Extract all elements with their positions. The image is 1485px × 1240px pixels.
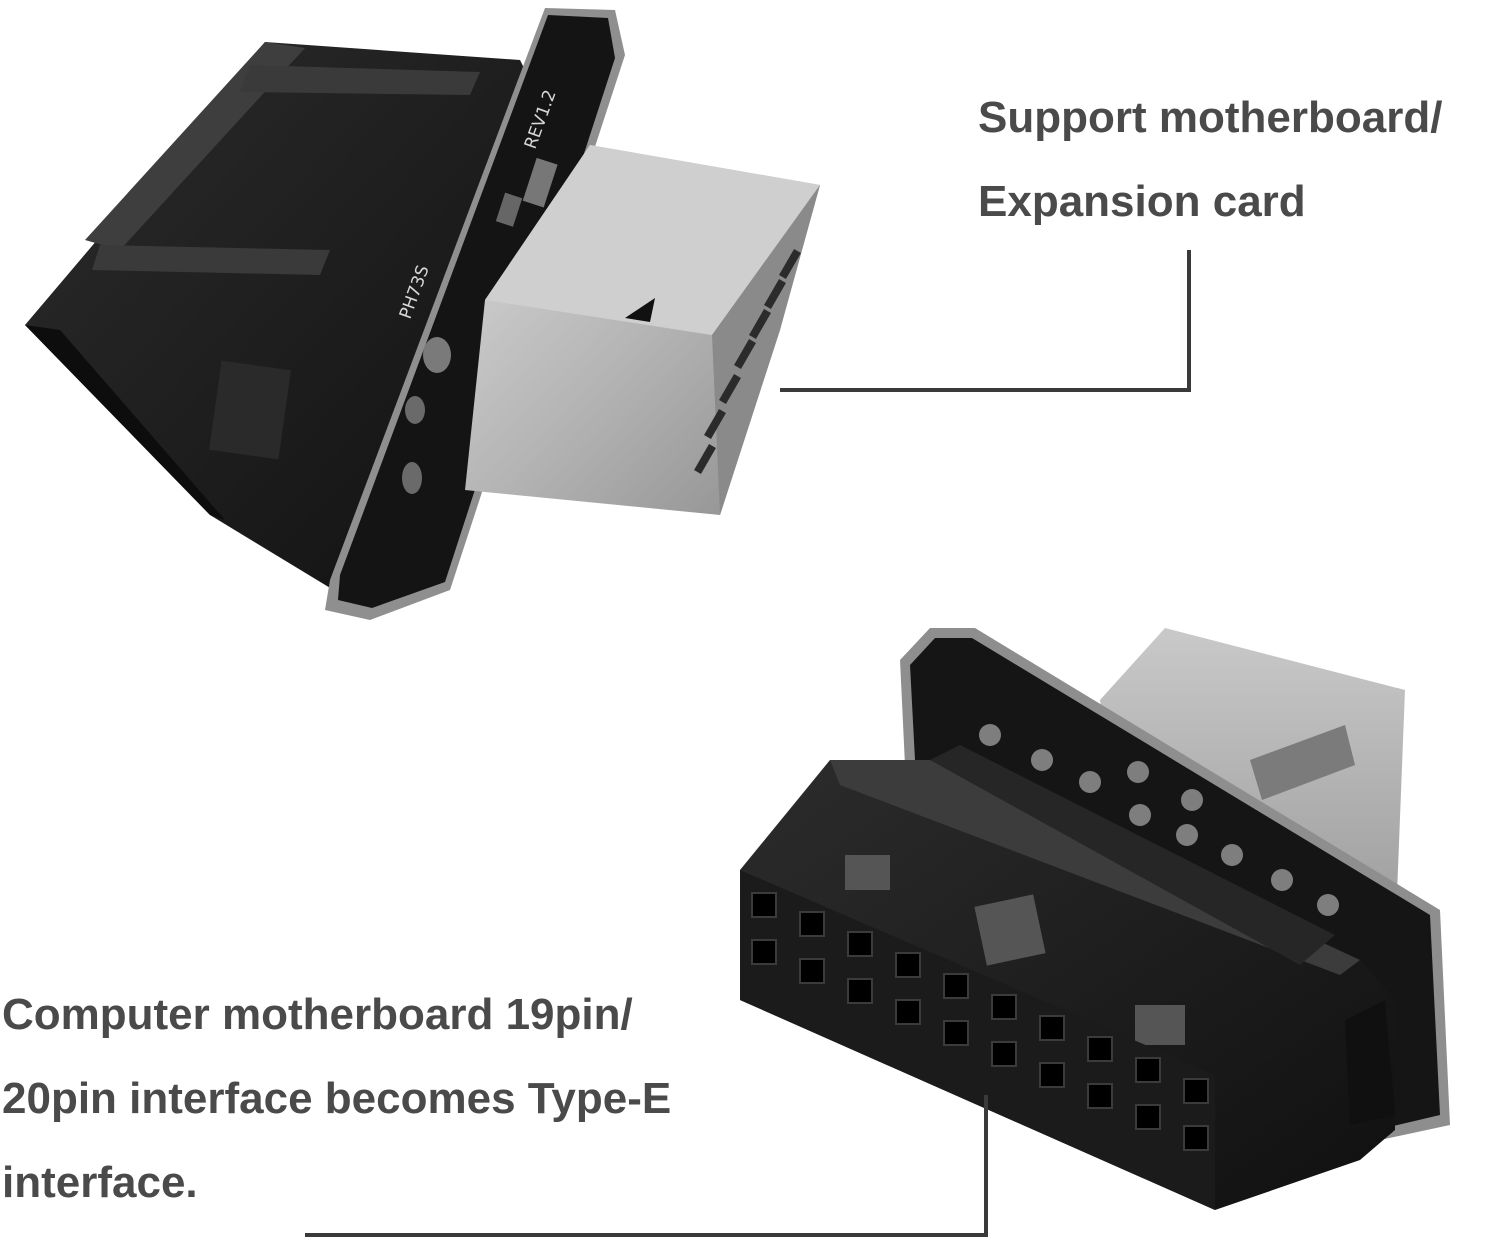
top-adapter: REV1.2 PH73S — [25, 8, 820, 620]
top-callout-line-1: Support motherboard/ — [978, 93, 1443, 142]
bottom-callout-line-2: 20pin interface becomes Type-E — [2, 1074, 672, 1123]
bottom-callout-line-vertical — [984, 1095, 988, 1237]
top-callout-line-2: Expansion card — [978, 177, 1306, 226]
top-callout-line-horizontal — [780, 388, 1191, 392]
top-callout-line-vertical — [1187, 250, 1191, 392]
bottom-adapter-housing — [740, 760, 1395, 1210]
bottom-callout-line-horizontal — [305, 1233, 988, 1237]
bottom-callout-text: Computer motherboard 19pin/ 20pin interf… — [2, 973, 671, 1225]
idc-pin-holes — [751, 892, 1209, 1151]
bottom-callout-line-3: interface. — [2, 1158, 198, 1207]
bottom-adapter — [740, 628, 1450, 1210]
solder-pins — [979, 724, 1339, 916]
top-callout-text: Support motherboard/ Expansion card — [978, 76, 1442, 244]
bottom-callout-line-1: Computer motherboard 19pin/ — [2, 990, 633, 1039]
